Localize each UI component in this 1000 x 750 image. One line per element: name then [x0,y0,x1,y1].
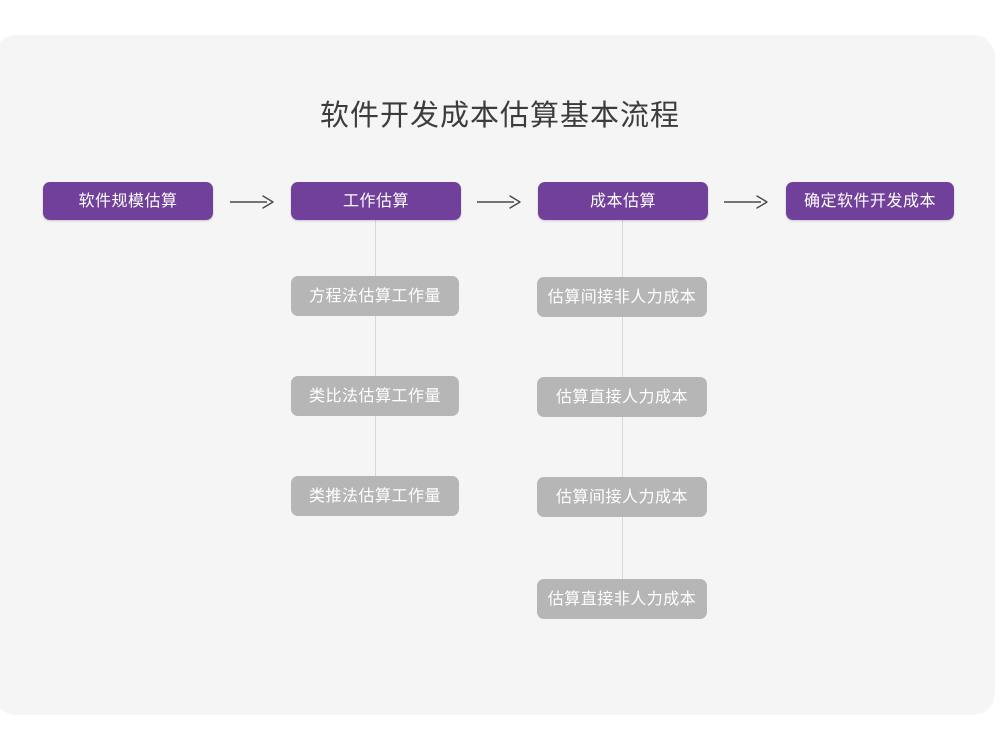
substep-node-2-3[interactable]: 类推法估算工作量 [291,476,459,516]
substep-node-2-1[interactable]: 方程法估算工作量 [291,276,459,316]
substep-node-3-1-label: 估算间接非人力成本 [547,287,697,306]
stage-node-3[interactable]: 成本估算 [538,182,708,220]
substep-node-3-3-label: 估算间接人力成本 [555,487,688,506]
substep-node-2-1-label: 方程法估算工作量 [308,286,441,305]
stage-node-2-label: 工作估算 [342,191,409,210]
stage-node-3-label: 成本估算 [589,191,656,210]
substep-node-3-3[interactable]: 估算间接人力成本 [537,477,707,517]
page-title: 软件开发成本估算基本流程 [319,98,680,132]
substep-node-3-4[interactable]: 估算直接非人力成本 [537,579,707,619]
stage-node-2[interactable]: 工作估算 [291,182,461,220]
stage-node-1-label: 软件规模估算 [78,191,178,210]
stage-node-1[interactable]: 软件规模估算 [43,182,213,220]
stage-node-4[interactable]: 确定软件开发成本 [786,182,954,220]
substep-node-2-3-label: 类推法估算工作量 [308,486,441,505]
stage-node-4-label: 确定软件开发成本 [803,191,936,210]
card-background [0,35,995,715]
substep-node-3-2[interactable]: 估算直接人力成本 [537,377,707,417]
connector-stage-2 [375,220,376,482]
substep-node-3-4-label: 估算直接非人力成本 [547,589,697,608]
substep-node-3-2-label: 估算直接人力成本 [555,387,688,406]
substep-node-2-2-label: 类比法估算工作量 [308,386,441,405]
substep-node-3-1[interactable]: 估算间接非人力成本 [537,277,707,317]
substep-node-2-2[interactable]: 类比法估算工作量 [291,376,459,416]
